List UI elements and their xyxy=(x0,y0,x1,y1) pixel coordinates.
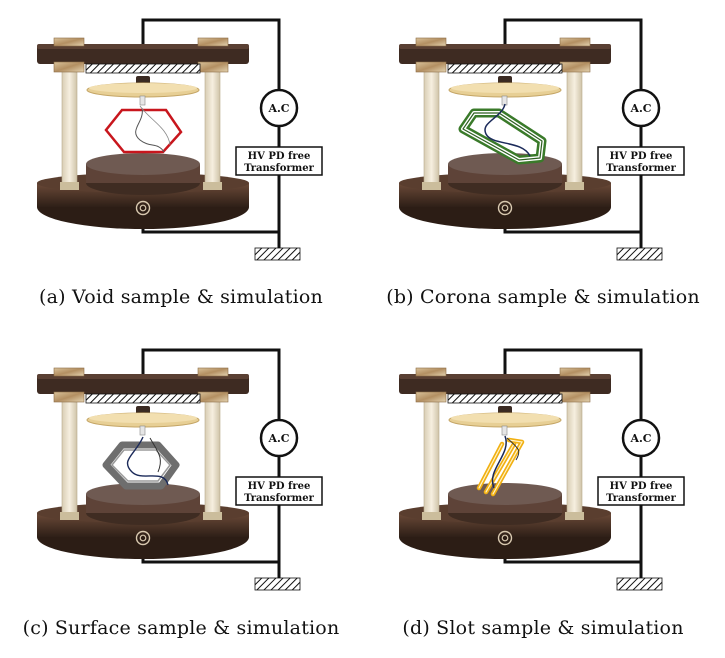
needle-electrode xyxy=(501,425,508,436)
corner-block-3 xyxy=(559,391,591,403)
transformer-label-line2: Transformer xyxy=(244,493,315,504)
corner-block-1 xyxy=(197,37,229,47)
right-pillar xyxy=(566,397,583,517)
ac-source-circle xyxy=(621,418,661,458)
transformer-box xyxy=(235,146,323,176)
corner-block-3 xyxy=(197,61,229,73)
ground-symbol xyxy=(254,247,301,261)
transformer-label-line1: HV PD free xyxy=(610,481,673,492)
ground-symbol xyxy=(254,577,301,591)
corner-block-2 xyxy=(415,391,447,403)
corner-block-1 xyxy=(559,37,591,47)
corner-block-3 xyxy=(197,391,229,403)
corner-block-2 xyxy=(415,61,447,73)
corner-block-1 xyxy=(559,367,591,377)
transformer-label-line2: Transformer xyxy=(606,163,677,174)
transformer-label-line2: Transformer xyxy=(244,163,315,174)
caption-d: (d) Slot sample & simulation xyxy=(402,617,684,639)
corner-block-0 xyxy=(53,367,85,377)
top-wire xyxy=(503,348,643,422)
corner-block-3 xyxy=(559,61,591,73)
clamp-plate xyxy=(85,393,201,404)
top-wire xyxy=(503,18,643,92)
caption-b: (b) Corona sample & simulation xyxy=(386,286,700,308)
right-pillar xyxy=(566,67,583,187)
corner-block-0 xyxy=(415,367,447,377)
base-connector-icon xyxy=(135,530,151,546)
corner-block-1 xyxy=(197,367,229,377)
bottom-electrode-top xyxy=(448,483,562,505)
ac-source-circle xyxy=(259,88,299,128)
clamp-plate xyxy=(85,63,201,74)
needle-electrode xyxy=(139,425,146,436)
sample-void xyxy=(104,105,183,154)
corner-block-2 xyxy=(53,391,85,403)
corner-block-0 xyxy=(53,37,85,47)
right-pillar xyxy=(204,67,221,187)
base-connector-icon xyxy=(135,200,151,216)
ac-source-circle xyxy=(621,88,661,128)
ac-source-circle xyxy=(259,418,299,458)
left-pillar xyxy=(423,67,440,187)
left-pillar xyxy=(61,397,78,517)
left-pillar xyxy=(423,397,440,517)
clamp-plate xyxy=(447,63,563,74)
ground-symbol xyxy=(616,247,663,261)
sample-slot xyxy=(476,435,525,497)
transformer-box xyxy=(235,476,323,506)
top-wire xyxy=(141,18,281,92)
right-pillar xyxy=(204,397,221,517)
ac-source-label: A.C xyxy=(267,432,289,445)
ac-source-label: A.C xyxy=(267,102,289,115)
needle-electrode xyxy=(139,95,146,106)
transformer-label-line2: Transformer xyxy=(606,493,677,504)
bottom-electrode-top xyxy=(86,483,200,505)
caption-a: (a) Void sample & simulation xyxy=(39,286,323,308)
top-wire xyxy=(141,348,281,422)
transformer-box xyxy=(597,476,685,506)
left-pillar xyxy=(61,67,78,187)
sample-corona xyxy=(458,103,547,165)
ac-source-label: A.C xyxy=(629,432,651,445)
transformer-label-line1: HV PD free xyxy=(610,151,673,162)
corner-block-2 xyxy=(53,61,85,73)
transformer-box xyxy=(597,146,685,176)
base-connector-icon xyxy=(497,200,513,216)
transformer-label-line1: HV PD free xyxy=(248,481,311,492)
ground-symbol xyxy=(616,577,663,591)
bottom-electrode-top xyxy=(86,153,200,175)
base-connector-icon xyxy=(497,530,513,546)
sample-surface xyxy=(102,436,180,490)
corner-block-0 xyxy=(415,37,447,47)
clamp-plate xyxy=(447,393,563,404)
ac-source-label: A.C xyxy=(629,102,651,115)
transformer-label-line1: HV PD free xyxy=(248,151,311,162)
caption-c: (c) Surface sample & simulation xyxy=(22,617,340,639)
needle-electrode xyxy=(501,95,508,106)
